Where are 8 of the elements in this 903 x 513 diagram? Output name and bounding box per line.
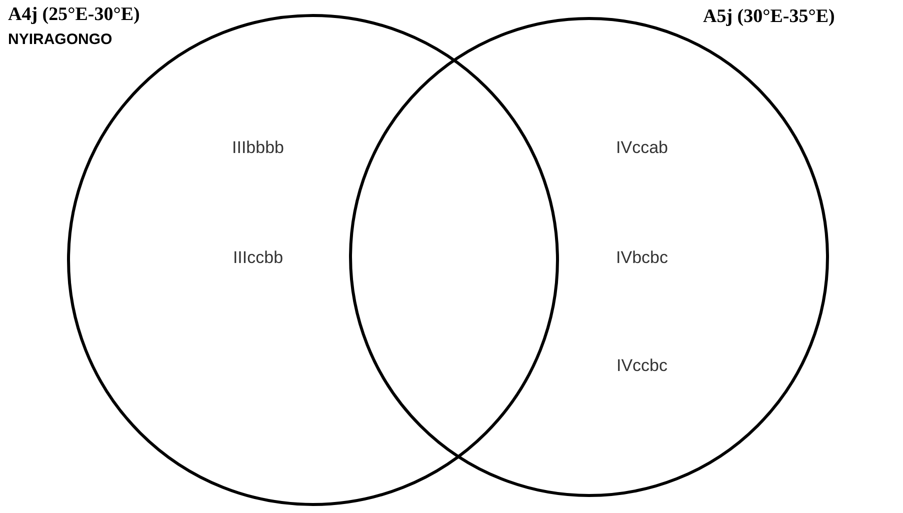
set-item: IVccab xyxy=(616,138,668,158)
set-item: IIIccbb xyxy=(232,248,284,268)
set-item: IIIbbbb xyxy=(232,138,284,158)
set-heading: A5j (30°E-35°E) xyxy=(703,6,835,28)
set-item: IVccbc xyxy=(616,356,668,376)
set-subheading: NYIRAGONGO xyxy=(8,31,112,48)
set-heading: A4j (25°E-30°E) xyxy=(8,4,140,26)
set-item: IVbcbc xyxy=(616,248,668,268)
